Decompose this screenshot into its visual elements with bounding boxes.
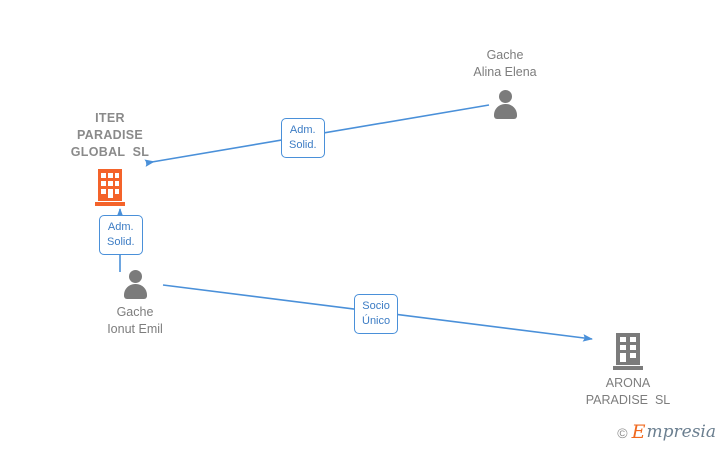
node-label-ionut-emil: Gache Ionut Emil — [107, 305, 163, 336]
edge-label-adm-solid-alina[interactable]: Adm. Solid. — [281, 118, 325, 158]
building-window — [101, 181, 106, 186]
building-window — [108, 173, 113, 178]
building-door — [108, 189, 113, 198]
node-label-iter: ITER PARADISE GLOBAL SL — [70, 111, 150, 159]
node-label-arona: ARONA PARADISE SL — [585, 376, 671, 407]
node-label-alina-elena: Gache Alina Elena — [473, 48, 537, 79]
building-base — [613, 366, 643, 370]
edge-label-socio-unico[interactable]: Socio Único — [354, 294, 399, 334]
building-window — [630, 353, 636, 358]
brand-name: mpresia — [646, 422, 717, 442]
node-gache-ionut-emil[interactable]: Gache Ionut Emil — [70, 270, 200, 338]
building-base — [95, 202, 125, 206]
building-window — [101, 173, 106, 178]
brand-initial: E — [631, 421, 646, 443]
building-window — [115, 181, 119, 186]
building-window — [630, 345, 636, 350]
person-icon — [490, 90, 520, 119]
copyright-icon: © — [617, 424, 628, 441]
building-icon — [613, 333, 643, 370]
building-window — [630, 337, 636, 342]
building-window — [108, 181, 113, 186]
person-head — [129, 270, 142, 283]
empresia-watermark: © E mpresia — [617, 423, 716, 442]
building-window — [620, 337, 626, 342]
node-gache-alina-elena[interactable]: Gache Alina Elena — [440, 47, 570, 119]
node-arona-paradise-sl[interactable]: ARONA PARADISE SL — [563, 333, 693, 409]
person-head — [499, 90, 512, 103]
building-window — [620, 345, 626, 350]
building-door — [620, 353, 626, 362]
person-body — [124, 284, 147, 299]
person-icon — [120, 270, 150, 299]
person-body — [494, 104, 517, 119]
building-window — [115, 173, 119, 178]
building-window — [101, 189, 106, 194]
building-icon — [95, 169, 125, 206]
edge-label-adm-solid-ionut[interactable]: Adm. Solid. — [99, 215, 143, 255]
building-window — [115, 189, 119, 194]
node-iter-paradise-global-sl[interactable]: ITER PARADISE GLOBAL SL — [45, 110, 175, 206]
